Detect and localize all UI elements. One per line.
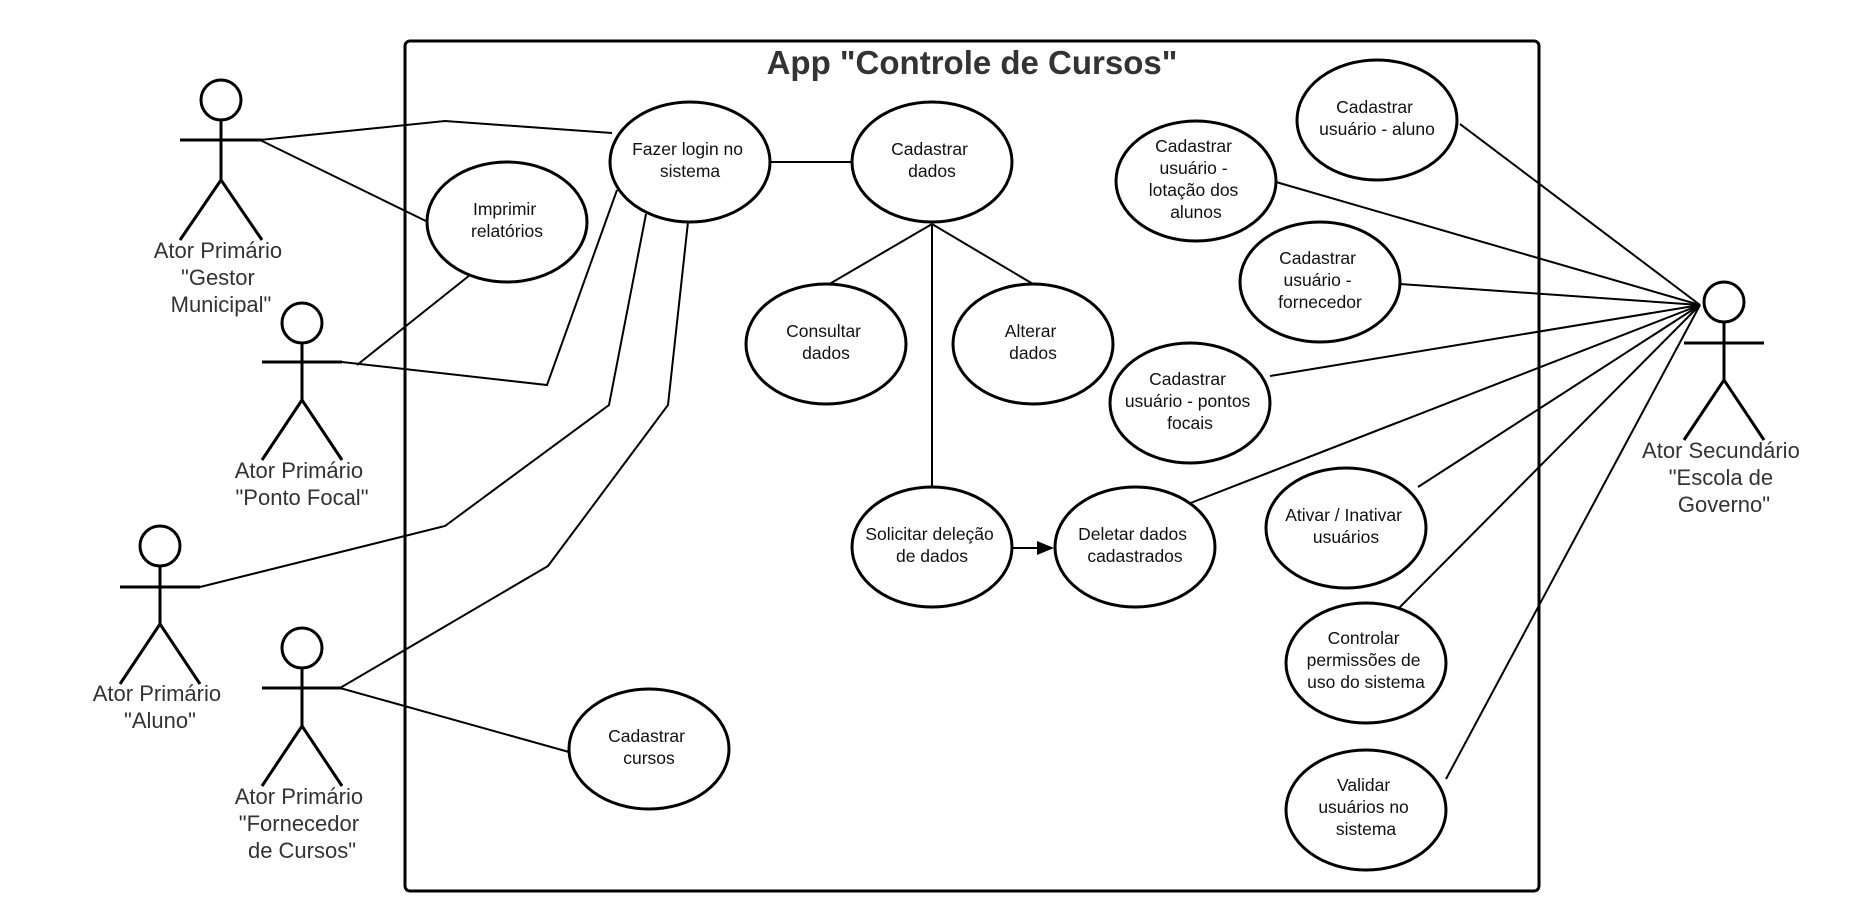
link-cadastrar-alterar: [931, 223, 1034, 285]
use-case-cadastrar-cursos[interactable]: Cadastrar cursos: [567, 687, 731, 811]
use-case-label: Cadastrar cursos: [608, 726, 690, 768]
use-case-label: Alterar dados: [1005, 321, 1061, 363]
use-case-label: Solicitar deleção de dados: [865, 524, 998, 566]
assoc-fornecedor-login: [339, 221, 689, 689]
assoc-escola-controlar: [1397, 304, 1701, 610]
include-arrowhead: [1037, 541, 1054, 555]
actor-ponto-focal: Ator Primário "Ponto Focal": [235, 301, 369, 510]
use-case-label: Cadastrar usuário - aluno: [1319, 97, 1435, 139]
use-case-validar-usuarios[interactable]: Validar usuários no sistema: [1284, 748, 1448, 872]
assoc-gestor-imprimir: [259, 139, 431, 224]
use-case-label: Cadastrar usuário - pontos focais: [1125, 369, 1255, 433]
use-case-label: Controlar permissões de uso do sistema: [1307, 628, 1426, 692]
actor-label: Ator Primário "Aluno": [93, 681, 227, 733]
use-case-alterar-dados[interactable]: Alterar dados: [951, 282, 1115, 406]
assoc-escola-ativar: [1417, 304, 1701, 488]
actor-aluno: Ator Primário "Aluno": [93, 524, 227, 733]
use-case-controlar-permissoes[interactable]: Controlar permissões de uso do sistema: [1284, 601, 1448, 725]
assoc-ponto-imprimir: [356, 274, 471, 366]
use-case-solicitar-delecao[interactable]: Solicitar deleção de dados: [850, 485, 1014, 609]
actor-head: [199, 78, 243, 122]
actor-head: [138, 524, 182, 568]
use-case-label: Validar usuários no sistema: [1318, 775, 1413, 839]
use-case-ativar-inativar[interactable]: Ativar / Inativar usuários: [1264, 466, 1428, 590]
use-case-label: Imprimir relatórios: [471, 199, 543, 241]
assoc-ponto-login: [341, 189, 618, 387]
actor-gestor-municipal: Ator Primário "Gestor Municipal": [154, 78, 288, 317]
use-case-cadastrar-usuario-aluno[interactable]: Cadastrar usuário - aluno: [1295, 58, 1459, 182]
associations: [199, 119, 1701, 780]
assoc-gestor-login: [259, 119, 613, 141]
use-case-label: Fazer login no sistema: [632, 139, 748, 181]
use-case-label: Deletar dados cadastrados: [1078, 524, 1192, 566]
use-case-label: Consultar dados: [786, 321, 866, 363]
actor-label: Ator Primário "Ponto Focal": [235, 458, 369, 510]
use-case-label: Cadastrar usuário - lotação dos alunos: [1149, 136, 1243, 222]
actor-head: [280, 301, 324, 345]
use-case-label: Cadastrar dados: [891, 139, 973, 181]
use-case-label: Cadastrar usuário - fornecedor: [1278, 248, 1362, 312]
use-case-imprimir-relatorios[interactable]: Imprimir relatórios: [425, 160, 589, 284]
assoc-fornecedor-cursos: [339, 687, 570, 753]
use-case-label: Ativar / Inativar usuários: [1285, 505, 1407, 547]
actor-escola-de-governo: Ator Secundário "Escola de Governo": [1642, 280, 1806, 517]
actor-head: [280, 626, 324, 670]
actor-label: Ator Primário "Fornecedor de Cursos": [235, 784, 369, 863]
actor-fornecedor-de-cursos: Ator Primário "Fornecedor de Cursos": [235, 626, 369, 863]
use-case-cadastrar-usuario-fornecedor[interactable]: Cadastrar usuário - fornecedor: [1238, 220, 1402, 344]
assoc-escola-deletar: [1187, 304, 1701, 505]
assoc-escola-cad-fornecedor: [1399, 283, 1701, 306]
actor-label: Ator Primário "Gestor Municipal": [154, 238, 288, 317]
assoc-escola-cad-pontos: [1269, 304, 1701, 377]
use-case-consultar-dados[interactable]: Consultar dados: [744, 282, 908, 406]
use-case-deletar-dados[interactable]: Deletar dados cadastrados: [1053, 485, 1217, 609]
assoc-escola-validar: [1445, 304, 1701, 780]
assoc-escola-cad-lotacao: [1275, 181, 1701, 306]
diagram-title: App "Controle de Cursos": [767, 44, 1178, 81]
use-case-cadastrar-usuario-pontos-focais[interactable]: Cadastrar usuário - pontos focais: [1108, 341, 1272, 465]
actor-head: [1702, 280, 1746, 324]
use-case-login[interactable]: Fazer login no sistema: [608, 100, 772, 224]
assoc-escola-cad-aluno: [1459, 123, 1701, 306]
use-case-cadastrar-dados[interactable]: Cadastrar dados: [850, 100, 1014, 224]
link-cadastrar-consultar: [825, 223, 933, 287]
actor-label: Ator Secundário "Escola de Governo": [1642, 438, 1806, 517]
assoc-aluno-login: [199, 213, 647, 588]
use-case-cadastrar-usuario-lotacao[interactable]: Cadastrar usuário - lotação dos alunos: [1114, 119, 1278, 243]
